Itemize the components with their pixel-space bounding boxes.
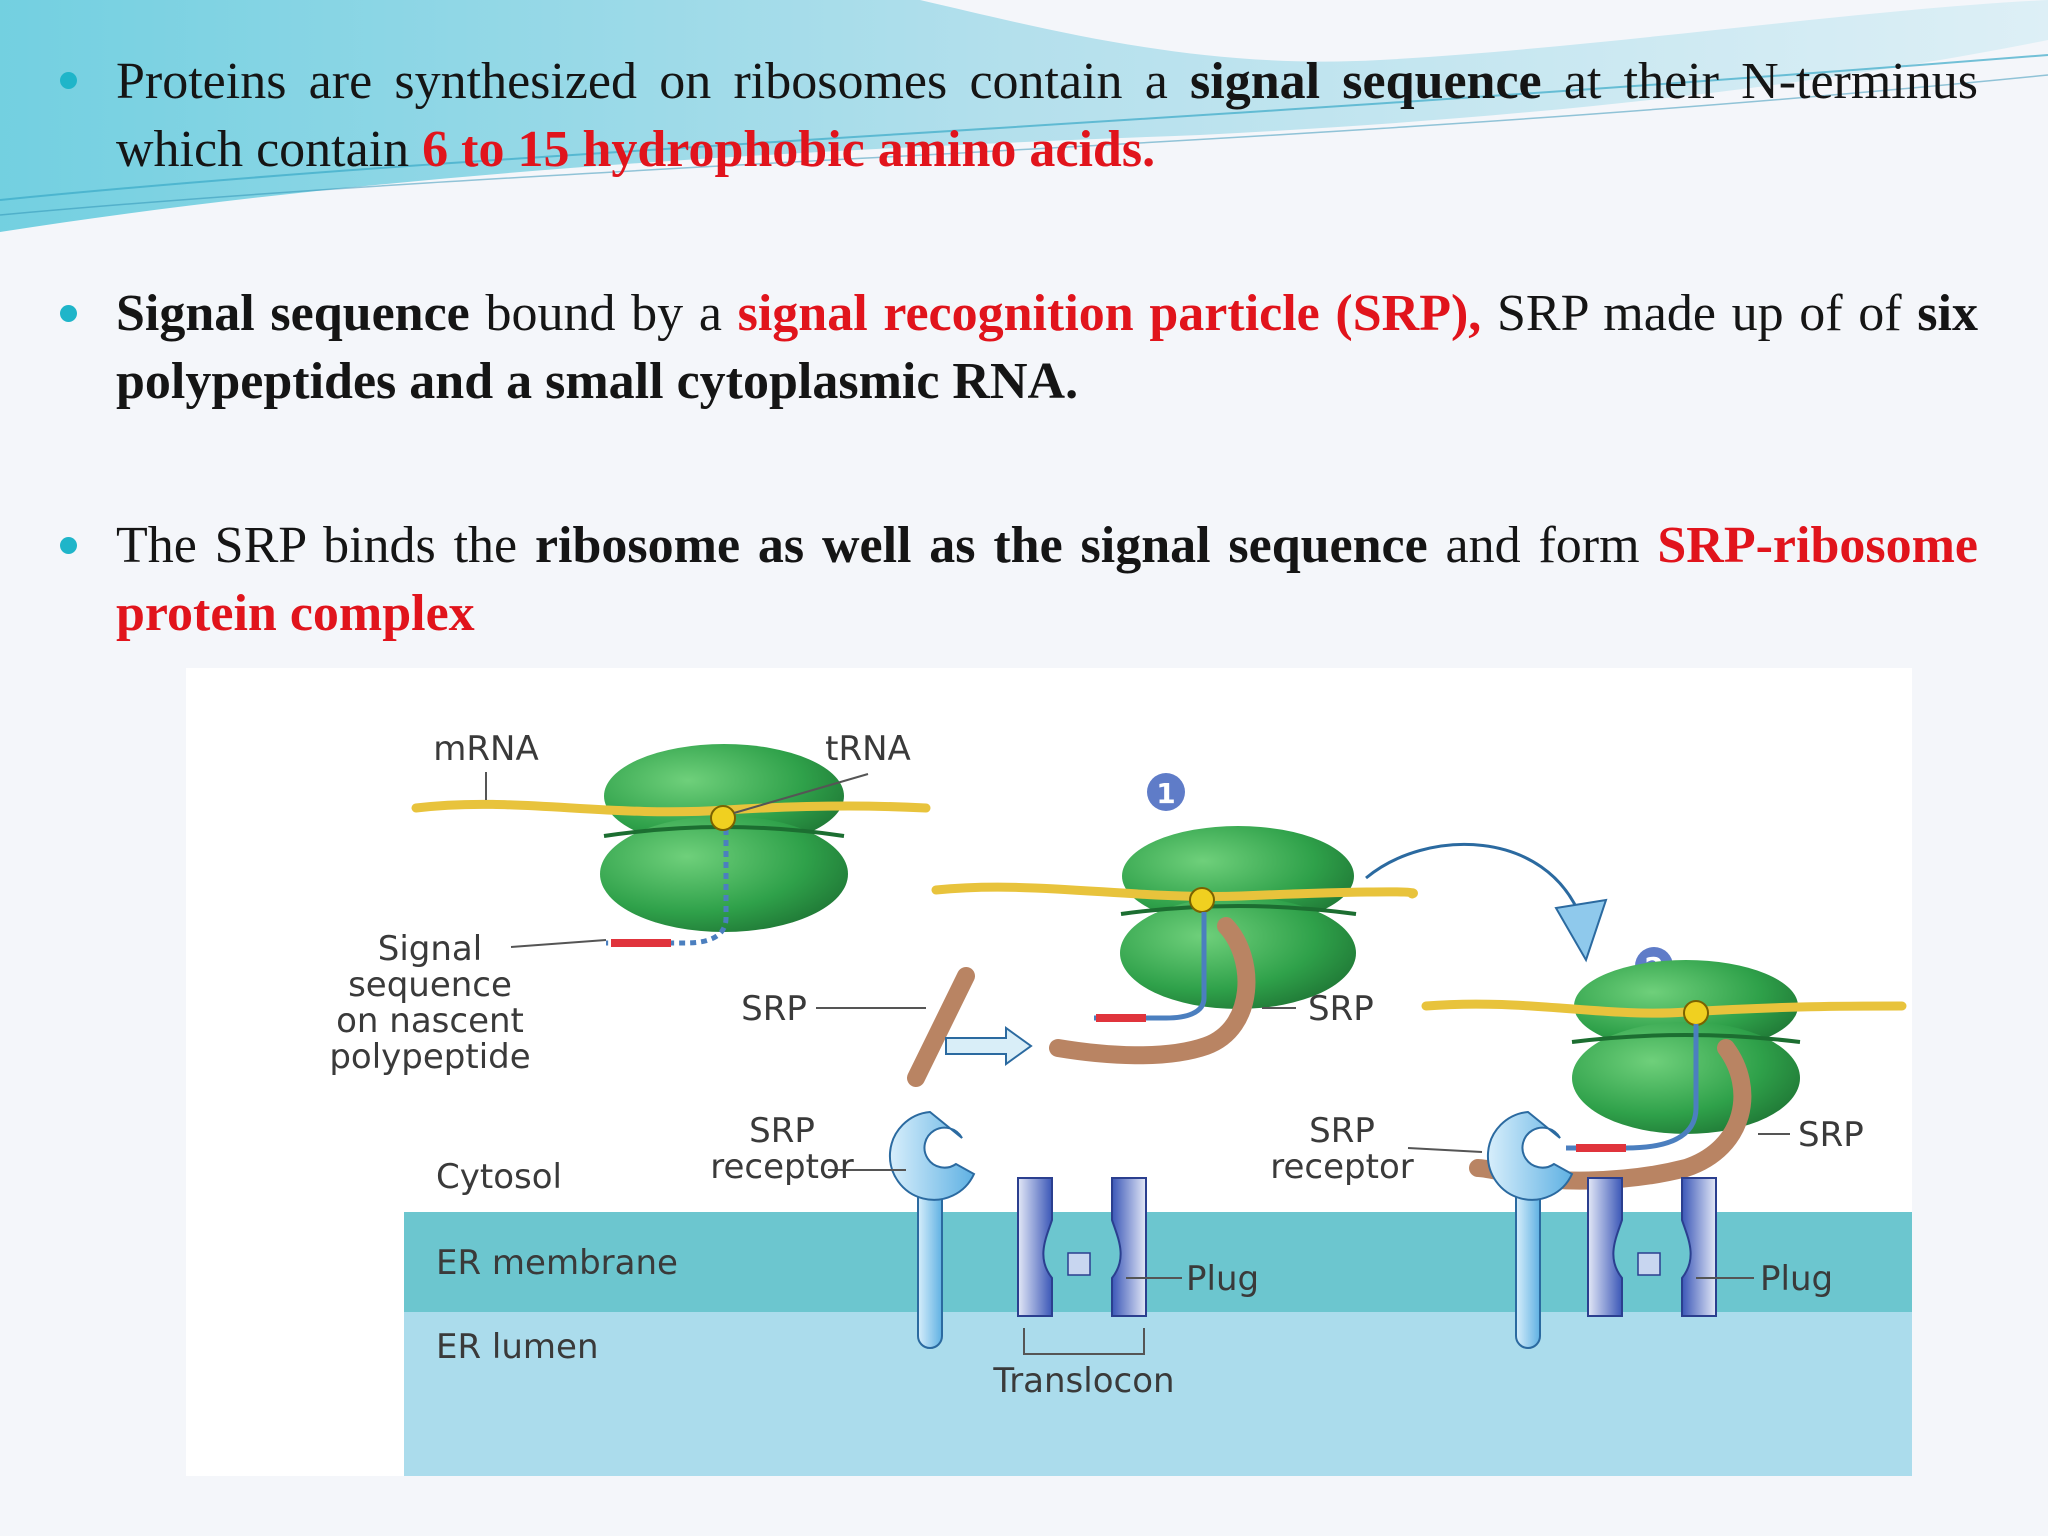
text-run-highlight: signal recognition particle (SRP), [737,285,1482,342]
label-signal-3: on nascent [336,1001,524,1041]
nascent-polypeptide-1 [606,818,729,946]
trna-1 [710,805,736,831]
label-mrna: mRNA [433,729,538,769]
er-lumen-region [404,1312,1912,1476]
label-translocon: Translocon [992,1361,1174,1401]
label-plug-2: Plug [1760,1259,1833,1299]
text-run-bold: signal sequence [1190,53,1542,110]
text-run: SRP made up of of [1481,285,1918,342]
bullet-text-3: The SRP binds the ribosome as well as th… [116,512,1978,648]
trna-2 [1189,887,1215,913]
label-srp-receptor-1b: receptor [710,1147,853,1187]
ribosome-2 [1120,826,1357,1009]
label-cytosol: Cytosol [436,1157,562,1197]
text-run-bold: six polypeptides and a small cytoplasmic… [116,285,1978,410]
ribosome-3 [1571,960,1801,1134]
trna-3 [1683,1000,1709,1026]
bullet-text-1: Proteins are synthesized on ribosomes co… [116,48,1978,184]
label-srp-bound: SRP [1308,989,1374,1029]
bullet-dot-1 [60,72,77,89]
label-srp-bound-2: SRP [1798,1115,1864,1155]
label-srp-receptor-1a: SRP [749,1111,815,1151]
text-run: Proteins are synthesized on ribosomes co… [116,53,1191,110]
bullet-dot-3 [60,537,77,554]
text-run: bound by a [469,285,738,342]
signal-pointer [510,939,607,948]
trna-pointer [733,773,869,814]
srp-bound-1 [1049,917,1256,1065]
nascent-polypeptide-3 [1566,1024,1699,1151]
label-signal-1: Signal [378,929,482,969]
text-run: The SRP binds the [116,517,535,574]
step-1-badge: 1 [1147,773,1185,811]
translocon-1 [1017,1177,1147,1317]
srp-free [907,967,975,1087]
background-swoosh [0,0,2048,232]
text-run: and form [1427,517,1658,574]
bullet-text-2: Signal sequence bound by a signal recogn… [116,280,1978,416]
text-run-bold: Signal sequence [116,285,470,342]
label-er-membrane: ER membrane [436,1243,678,1283]
srp-receptor-2 [1486,1110,1574,1349]
srp-receptor-1 [888,1110,976,1349]
mrna-strand-2 [931,882,1418,902]
receptor-pointer-2 [1407,1147,1483,1153]
label-plug-1: Plug [1186,1259,1259,1299]
curved-arrow-icon [1365,842,1608,963]
text-run-bold: ribosome as well as the signal sequence [534,517,1428,574]
svg-text:1: 1 [1156,777,1175,810]
nascent-polypeptide-2 [1094,912,1207,1021]
label-srp-receptor-2a: SRP [1309,1111,1375,1151]
label-srp-receptor-2b: receptor [1270,1147,1413,1187]
bullet-dot-2 [60,305,77,322]
text-run: at their N-terminus which contain [116,53,1978,178]
bullet-item-2: Signal sequence bound by a signal recogn… [116,280,1978,416]
ribosome-1 [600,744,848,932]
translocon-2 [1587,1177,1717,1317]
label-signal-2: sequence [348,965,512,1005]
label-er-lumen: ER lumen [436,1327,599,1367]
bullet-item-3: The SRP binds the ribosome as well as th… [116,512,1978,648]
bullet-item-1: Proteins are synthesized on ribosomes co… [116,48,1978,184]
srp-pathway-diagram: 1 2 [186,668,1912,1476]
label-signal-4: polypeptide [329,1037,530,1077]
label-trna: tRNA [825,729,911,769]
text-run-highlight: 6 to 15 hydrophobic amino acids. [422,121,1156,178]
text-run-highlight: SRP-ribosome protein complex [116,517,1978,642]
arrow-right-icon [945,1026,1033,1066]
label-srp-free: SRP [741,989,807,1029]
translocon-bracket [1023,1328,1145,1355]
